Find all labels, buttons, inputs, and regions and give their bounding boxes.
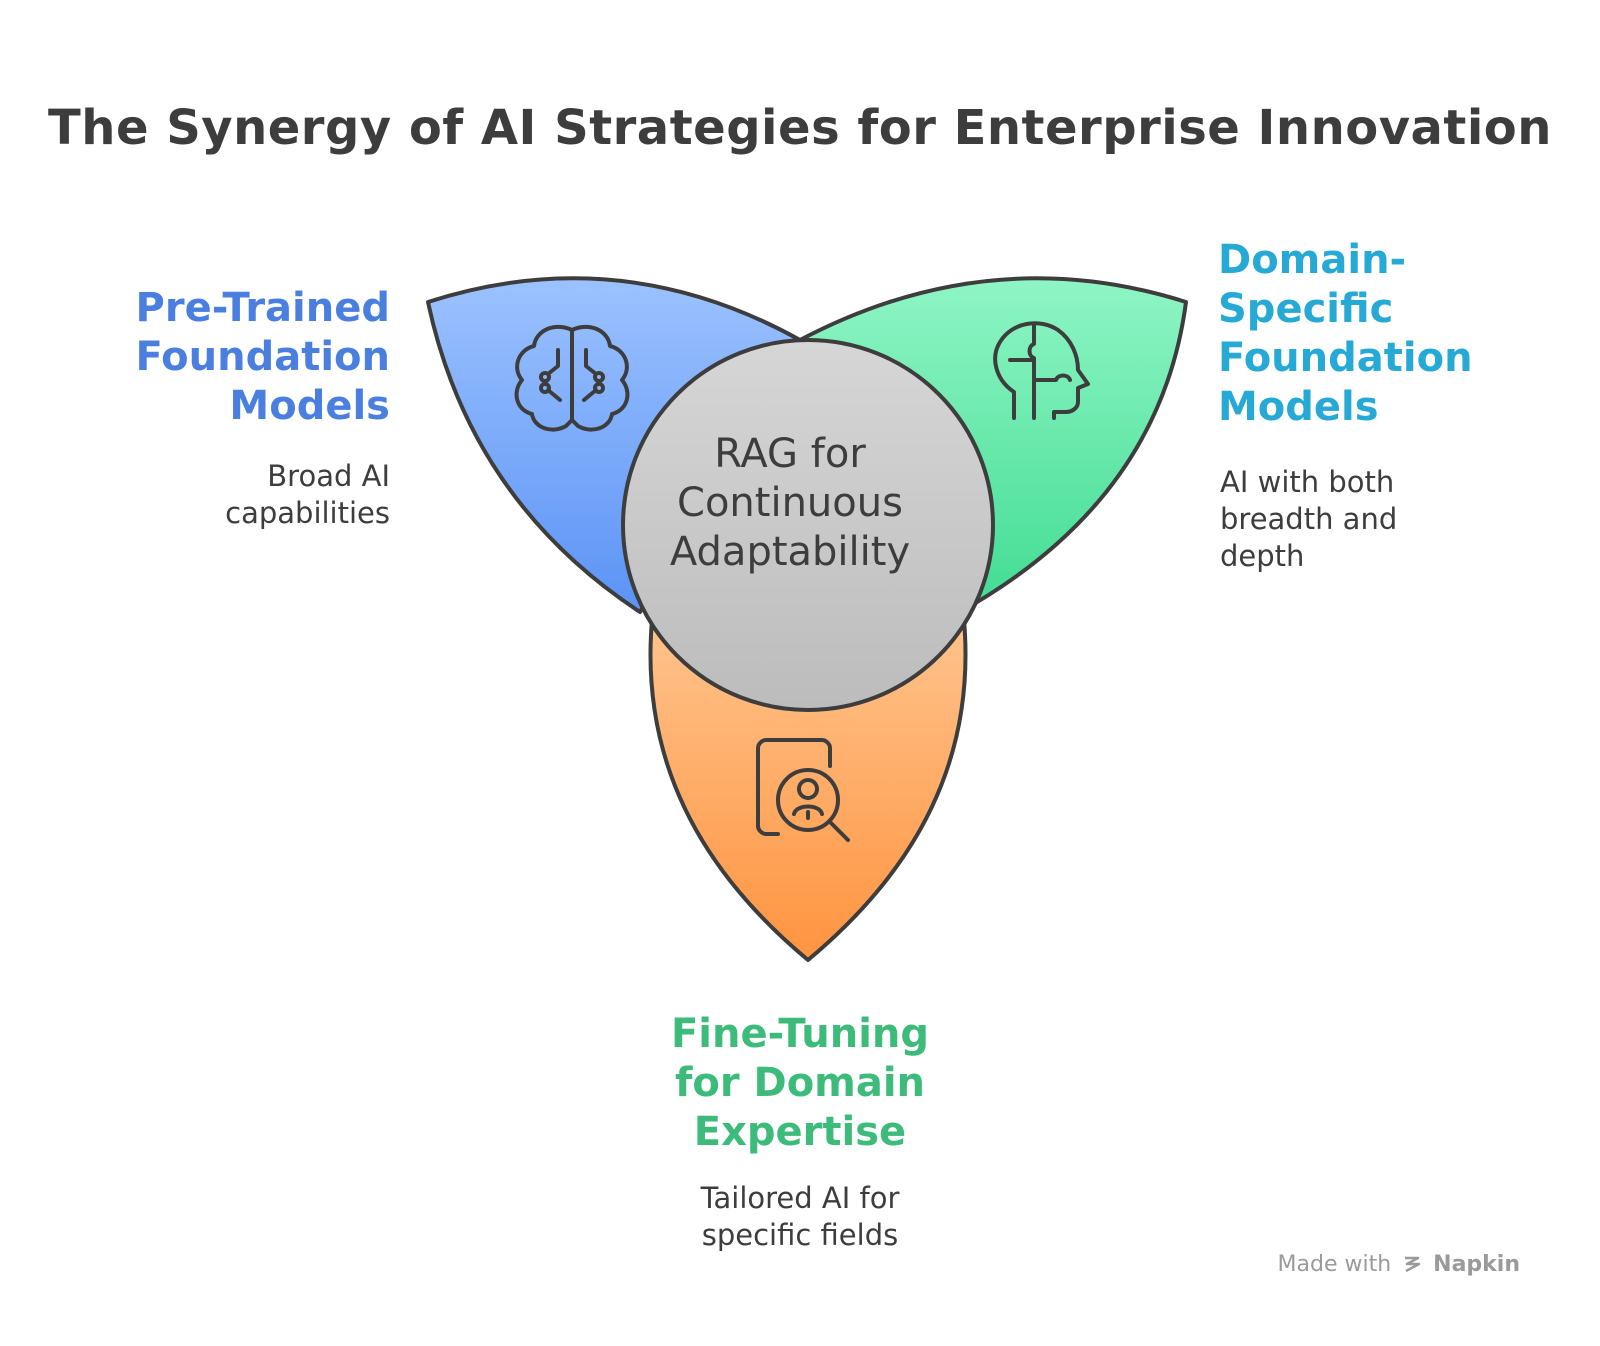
center-label: RAG for Continuous Adaptability [610, 430, 970, 577]
finetune-description-line: specific fields [701, 1218, 899, 1252]
petal-finetune [648, 618, 968, 962]
page-title: The Synergy of AI Strategies for Enterpr… [48, 100, 1552, 156]
pretrained-description-line: Broad AI [267, 459, 390, 493]
watermark-brand: Napkin [1433, 1252, 1520, 1277]
domain-title-line: Foundation [1218, 335, 1473, 381]
finetune-title-line: Expertise [693, 1109, 907, 1155]
finetune-title: Fine-Tuning for Domain Expertise [610, 1010, 990, 1157]
brain-circuit-icon [514, 324, 630, 432]
domain-title-line: Specific [1218, 286, 1394, 332]
finetune-description: Tailored AI for specific fields [610, 1180, 990, 1254]
domain-title-line: Models [1218, 384, 1379, 430]
finetune-title-line: Fine-Tuning [670, 1011, 930, 1057]
center-label-line: RAG for [714, 431, 866, 477]
center-circle [621, 338, 995, 712]
domain-title-line: Domain- [1218, 237, 1407, 283]
domain-description-line: breadth and [1220, 502, 1398, 536]
pretrained-description: Broad AI capabilities [60, 458, 390, 532]
finetune-description-line: Tailored AI for [700, 1181, 900, 1215]
napkin-logo-icon [1405, 1256, 1421, 1273]
domain-description-line: depth [1220, 539, 1305, 573]
domain-title: Domain- Specific Foundation Models [1218, 236, 1558, 432]
finetune-title-line: for Domain [674, 1060, 926, 1106]
domain-description-line: AI with both [1220, 465, 1395, 499]
head-puzzle-icon [993, 321, 1090, 420]
pretrained-description-line: capabilities [225, 496, 390, 530]
document-search-person-icon [756, 738, 850, 842]
pretrained-title-line: Models [229, 383, 390, 429]
center-label-line: Adaptability [669, 529, 911, 575]
watermark: Made with Napkin [1278, 1252, 1520, 1277]
watermark-prefix: Made with [1277, 1252, 1392, 1277]
pretrained-title-line: Foundation [135, 334, 390, 380]
domain-description: AI with both breadth and depth [1220, 464, 1520, 575]
pretrained-title: Pre-Trained Foundation Models [60, 284, 390, 431]
center-label-line: Continuous [677, 480, 903, 526]
pretrained-title-line: Pre-Trained [135, 285, 390, 331]
